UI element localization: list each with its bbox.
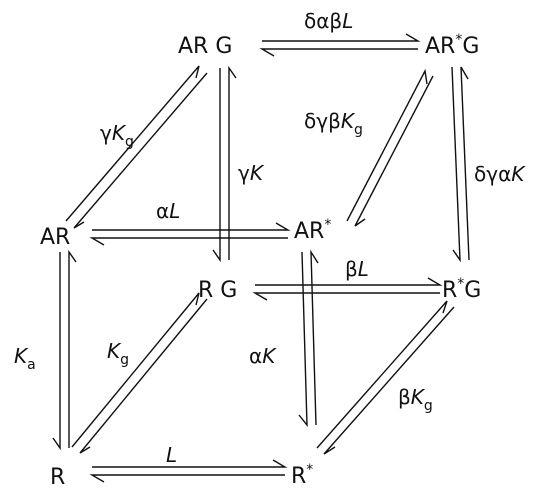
arrow-rs-to-rsg [316,300,455,455]
label-kg: Kg [107,339,129,368]
arrow-ars-to-arsg [346,68,434,227]
arrow-arsg-to-rsg [451,66,470,263]
label-ka: Ka [14,344,36,373]
label-a-k: αK [249,344,277,368]
arrow-arg-to-arsg [259,33,421,57]
node-ar: AR [40,225,70,250]
arrow-r-to-rg [71,292,208,454]
node-rsg: R*G [442,276,481,303]
node-rs: R* [291,462,313,489]
node-rg: R G [198,278,237,303]
label-dgb-kg: δγβKg [304,109,363,138]
label-b-l: βL [345,257,369,281]
arrow-arg-to-rg [212,65,237,263]
arrow-ar-to-arg [65,65,208,229]
label-l: L [166,443,177,467]
label-b-kg: βKg [398,385,433,414]
arrow-ar-to-r [52,249,77,451]
label-dga-k: δγαK [474,162,526,186]
node-arsg: AR*G [425,32,479,59]
state-nodes: AR G AR*G AR AR* R G R*G R R* [40,32,481,490]
rate-labels: δαβL γKg γK δγβKg δγαK αL βL Ka Kg αK βK [14,9,526,467]
label-g-k: γK [238,161,265,185]
arrow-r-to-rs [89,459,288,483]
label-dab-l: δαβL [304,9,353,33]
node-arg: AR G [178,34,232,59]
label-a-l: αL [156,199,180,223]
node-r: R [50,465,65,490]
label-g-kg: γKg [100,121,134,150]
arrow-rg-to-rsg [252,277,443,301]
arrow-ars-to-rs [298,249,319,428]
equilibrium-arrows [52,33,470,483]
node-ars: AR* [294,217,331,244]
arrow-ar-to-ars [89,222,291,246]
